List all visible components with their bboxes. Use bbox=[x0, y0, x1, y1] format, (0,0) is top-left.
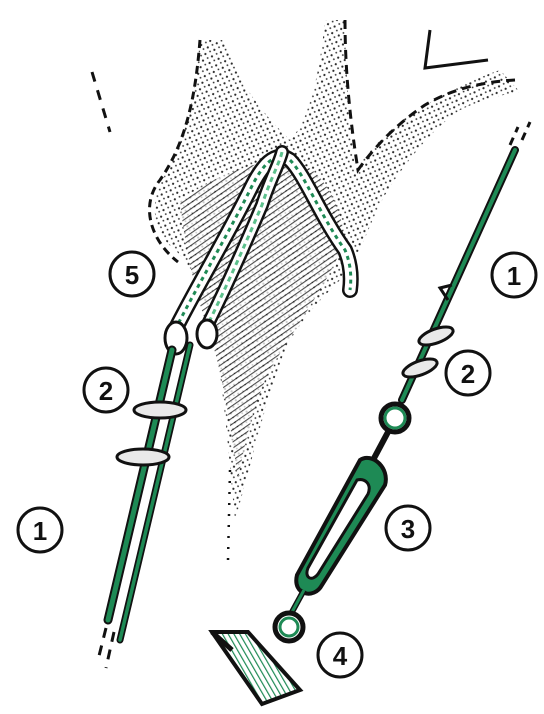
svg-text:1: 1 bbox=[33, 516, 47, 546]
label-right-2: 2 bbox=[446, 351, 490, 395]
trunk-bottom-dots bbox=[228, 470, 230, 560]
ground-anchor-eye-icon bbox=[212, 613, 303, 704]
svg-text:4: 4 bbox=[333, 641, 348, 671]
label-right-1: 1 bbox=[492, 253, 536, 297]
label-left-1: 1 bbox=[18, 508, 62, 552]
label-right-4: 4 bbox=[318, 633, 362, 677]
svg-text:3: 3 bbox=[401, 514, 415, 544]
label-left-5: 5 bbox=[110, 252, 154, 296]
svg-text:1: 1 bbox=[507, 261, 521, 291]
top-right-mark bbox=[425, 30, 488, 68]
label-right-3: 3 bbox=[386, 506, 430, 550]
svg-text:5: 5 bbox=[125, 260, 139, 290]
svg-text:2: 2 bbox=[99, 376, 113, 406]
label-left-2: 2 bbox=[84, 368, 128, 412]
turnbuckle-icon bbox=[292, 404, 409, 612]
svg-text:2: 2 bbox=[461, 359, 475, 389]
